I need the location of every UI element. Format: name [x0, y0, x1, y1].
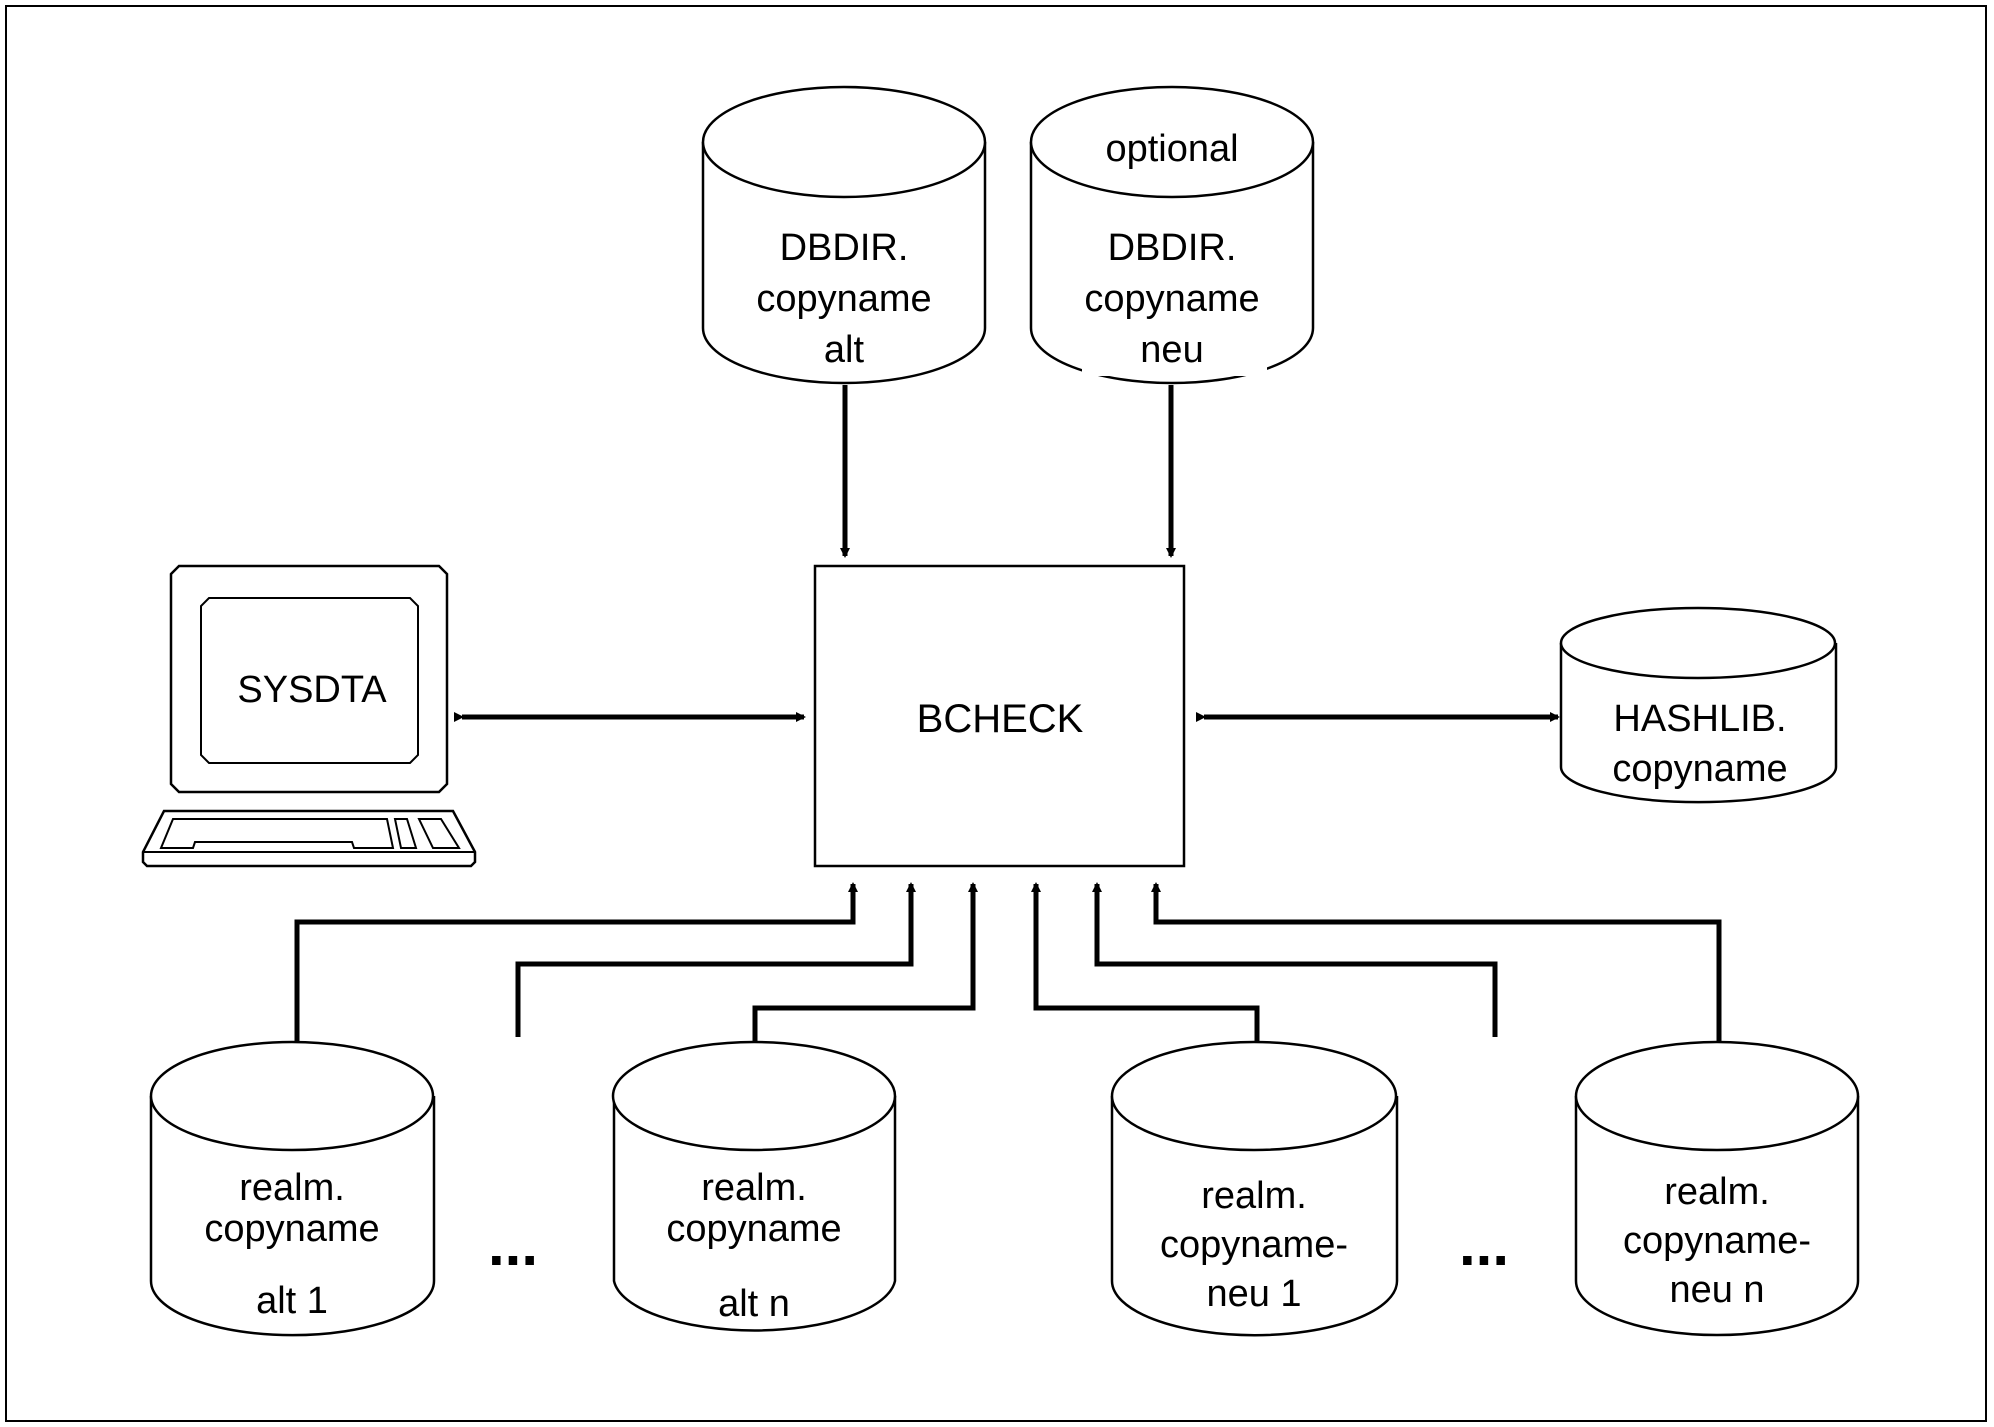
dbdir-alt-cylinder: DBDIR. copyname alt [701, 85, 987, 385]
realm-neun-cylinder: realm. copyname- neu n [1574, 1040, 1860, 1337]
connector-neu-ellipsis [1092, 882, 1498, 1037]
connector-alt1 [294, 882, 858, 1042]
ellipsis-neu: ... [1459, 1211, 1509, 1278]
connector-neun [1151, 882, 1722, 1042]
realm-altn-cylinder: realm. copyname alt n [611, 1040, 897, 1332]
realm-neu1-line2: copyname- [1160, 1224, 1348, 1266]
sysdta-label: SYSDTA [237, 669, 387, 711]
dbdir-neu-line3: neu [1140, 329, 1203, 371]
bcheck-label: BCHECK [917, 697, 1084, 741]
terminal-icon: SYSDTA [141, 564, 477, 868]
realm-alt1-line1: realm. [239, 1167, 345, 1209]
keyboard-icon [141, 809, 477, 868]
realm-neu1-line3: neu 1 [1206, 1273, 1301, 1315]
realm-altn-line1: realm. [701, 1167, 807, 1209]
screen [200, 597, 419, 764]
realm-neun-line3: neu n [1669, 1269, 1764, 1311]
dbdir-alt-line1: DBDIR. [780, 227, 909, 269]
connector-neu1 [1031, 882, 1260, 1042]
dbdir-alt-line3: alt [824, 329, 865, 371]
realm-alt1-line2: copyname [204, 1208, 379, 1250]
ellipsis-alt: ... [488, 1211, 538, 1278]
diagram-frame [5, 5, 1987, 1422]
realm-neun-line1: realm. [1664, 1171, 1770, 1213]
connector-altn [752, 882, 978, 1042]
realm-alt1-line3: alt 1 [256, 1280, 328, 1322]
realm-altn-line3: alt n [718, 1283, 790, 1325]
connector-alt-ellipsis [515, 882, 916, 1037]
realm-neun-line2: copyname- [1623, 1220, 1811, 1262]
bcheck-box: BCHECK [813, 564, 1186, 868]
hashlib-line1: HASHLIB. [1613, 698, 1786, 740]
realm-neu1-cylinder: realm. copyname- neu 1 [1110, 1040, 1399, 1337]
optional-label: optional [1105, 128, 1238, 170]
dbdir-neu-line2: copyname [1084, 278, 1259, 320]
hashlib-cylinder: HASHLIB. copyname [1559, 606, 1838, 804]
realm-neu1-line1: realm. [1201, 1175, 1307, 1217]
dbdir-neu-line1: DBDIR. [1108, 227, 1237, 269]
dbdir-alt-line2: copyname [756, 278, 931, 320]
realm-alt1-cylinder: realm. copyname alt 1 [149, 1040, 436, 1337]
realm-altn-line2: copyname [666, 1208, 841, 1250]
dbdir-neu-cylinder: optional DBDIR. copyname neu [1029, 85, 1315, 385]
hashlib-line2: copyname [1612, 748, 1787, 790]
